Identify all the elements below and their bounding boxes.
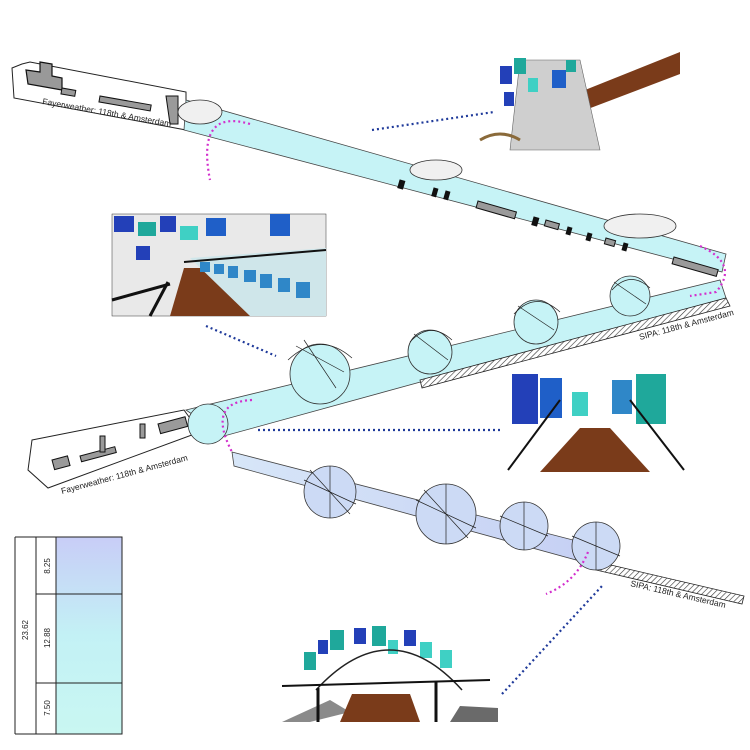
fayerweather-walls-top-2 xyxy=(165,95,179,125)
legend-segment-3: 7.50 xyxy=(43,700,52,716)
top-corridor-wall-marks xyxy=(397,179,719,278)
sipa-hatched-wall-mid xyxy=(419,297,731,389)
render-mid-left xyxy=(111,213,327,317)
wall-block-top-1 xyxy=(98,95,152,112)
section-legend xyxy=(14,536,123,735)
sipa-hatched-wall-bottom xyxy=(595,561,745,605)
render-mid-right xyxy=(507,372,685,472)
fayerweather-walls-top xyxy=(25,61,63,91)
dome-frames-lower xyxy=(303,466,621,570)
junction-circle-mid xyxy=(187,403,229,445)
lower-corridor-plan xyxy=(231,451,745,605)
navy-callouts xyxy=(205,110,603,695)
top-corridor-plan xyxy=(11,61,727,278)
dome-frames-mid xyxy=(287,279,651,389)
fayerweather-walls-mid xyxy=(51,416,189,471)
rubble-clusters-top xyxy=(177,99,677,239)
render-bottom xyxy=(281,620,498,722)
wall-block-top-2 xyxy=(60,87,77,97)
legend-segment-2: 12.88 xyxy=(43,627,52,648)
render-top-right xyxy=(478,52,680,151)
middle-corridor-plan xyxy=(27,275,731,489)
legend-segment-1: 8.25 xyxy=(43,558,52,574)
magenta-callouts xyxy=(206,119,726,596)
legend-total: 23.62 xyxy=(21,619,30,640)
